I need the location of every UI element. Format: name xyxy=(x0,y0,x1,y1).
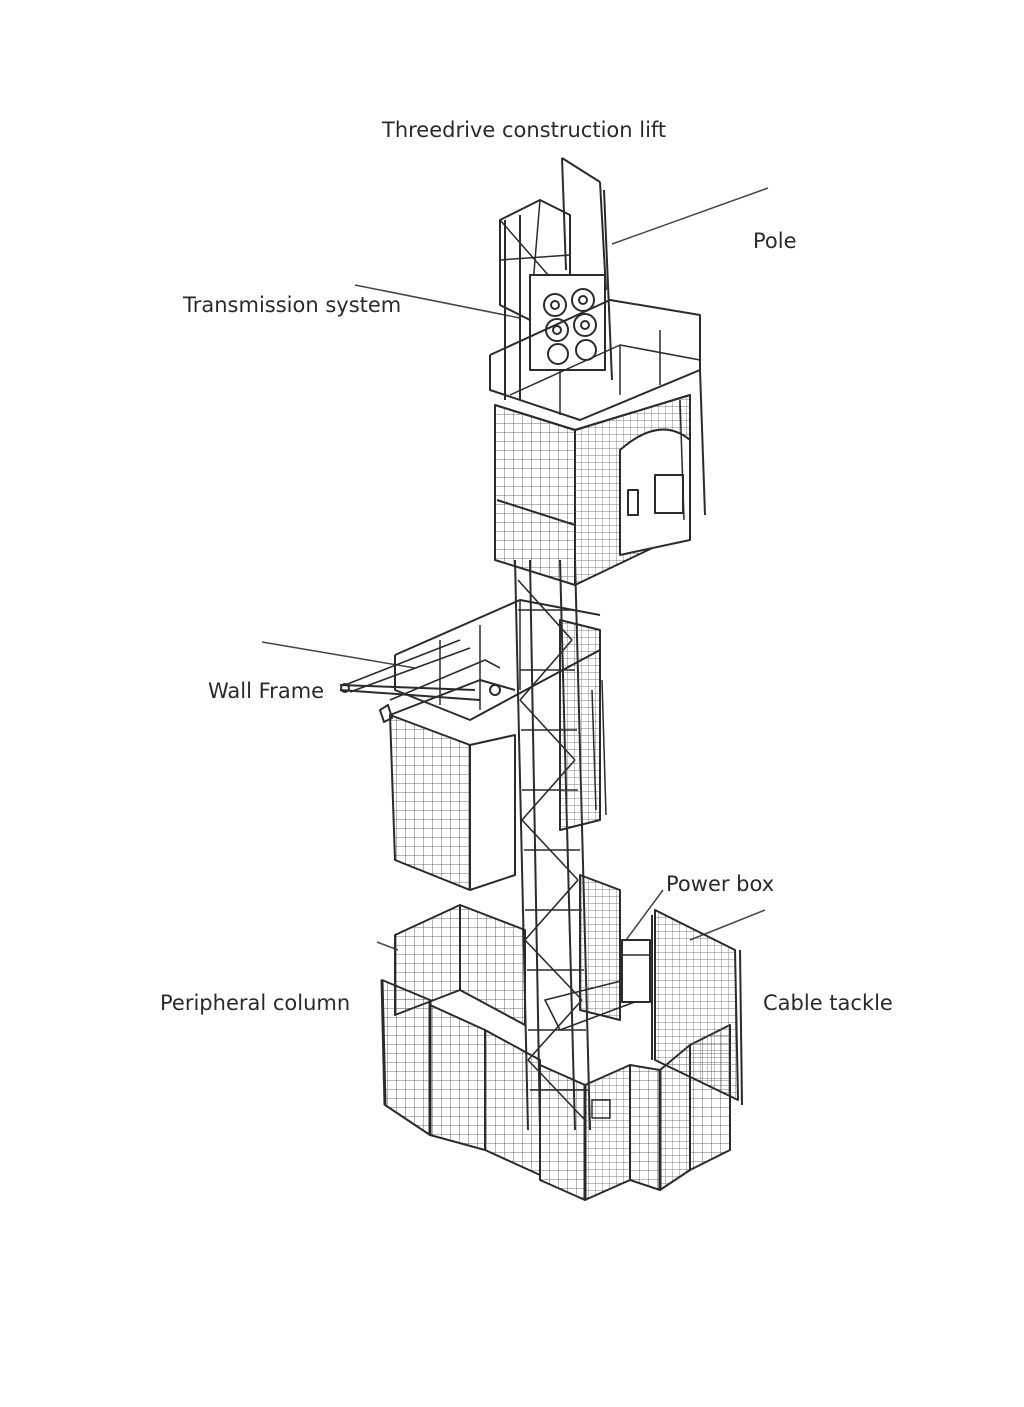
label-power-box: Power box xyxy=(666,872,775,896)
base-enclosure xyxy=(380,904,743,1201)
label-transmission-system: Transmission system xyxy=(183,293,402,317)
leader-transmission xyxy=(354,284,521,319)
leader-power-box xyxy=(625,889,664,941)
power-box xyxy=(591,939,651,1119)
leader-pole xyxy=(611,187,769,245)
label-pole: Pole xyxy=(753,229,797,253)
upper-cage xyxy=(489,299,706,586)
label-cable-tackle: Cable tackle xyxy=(763,991,893,1015)
label-wall-frame: Wall Frame xyxy=(208,679,325,703)
leader-wall-frame xyxy=(261,641,416,669)
pole xyxy=(561,157,613,381)
transmission-unit xyxy=(529,274,606,371)
label-peripheral-column: Peripheral column xyxy=(160,991,351,1015)
diagram-title: Threedrive construction lift xyxy=(382,118,667,142)
leader-lines xyxy=(261,187,769,951)
wall-frame xyxy=(339,639,501,723)
middle-cage xyxy=(389,599,607,891)
